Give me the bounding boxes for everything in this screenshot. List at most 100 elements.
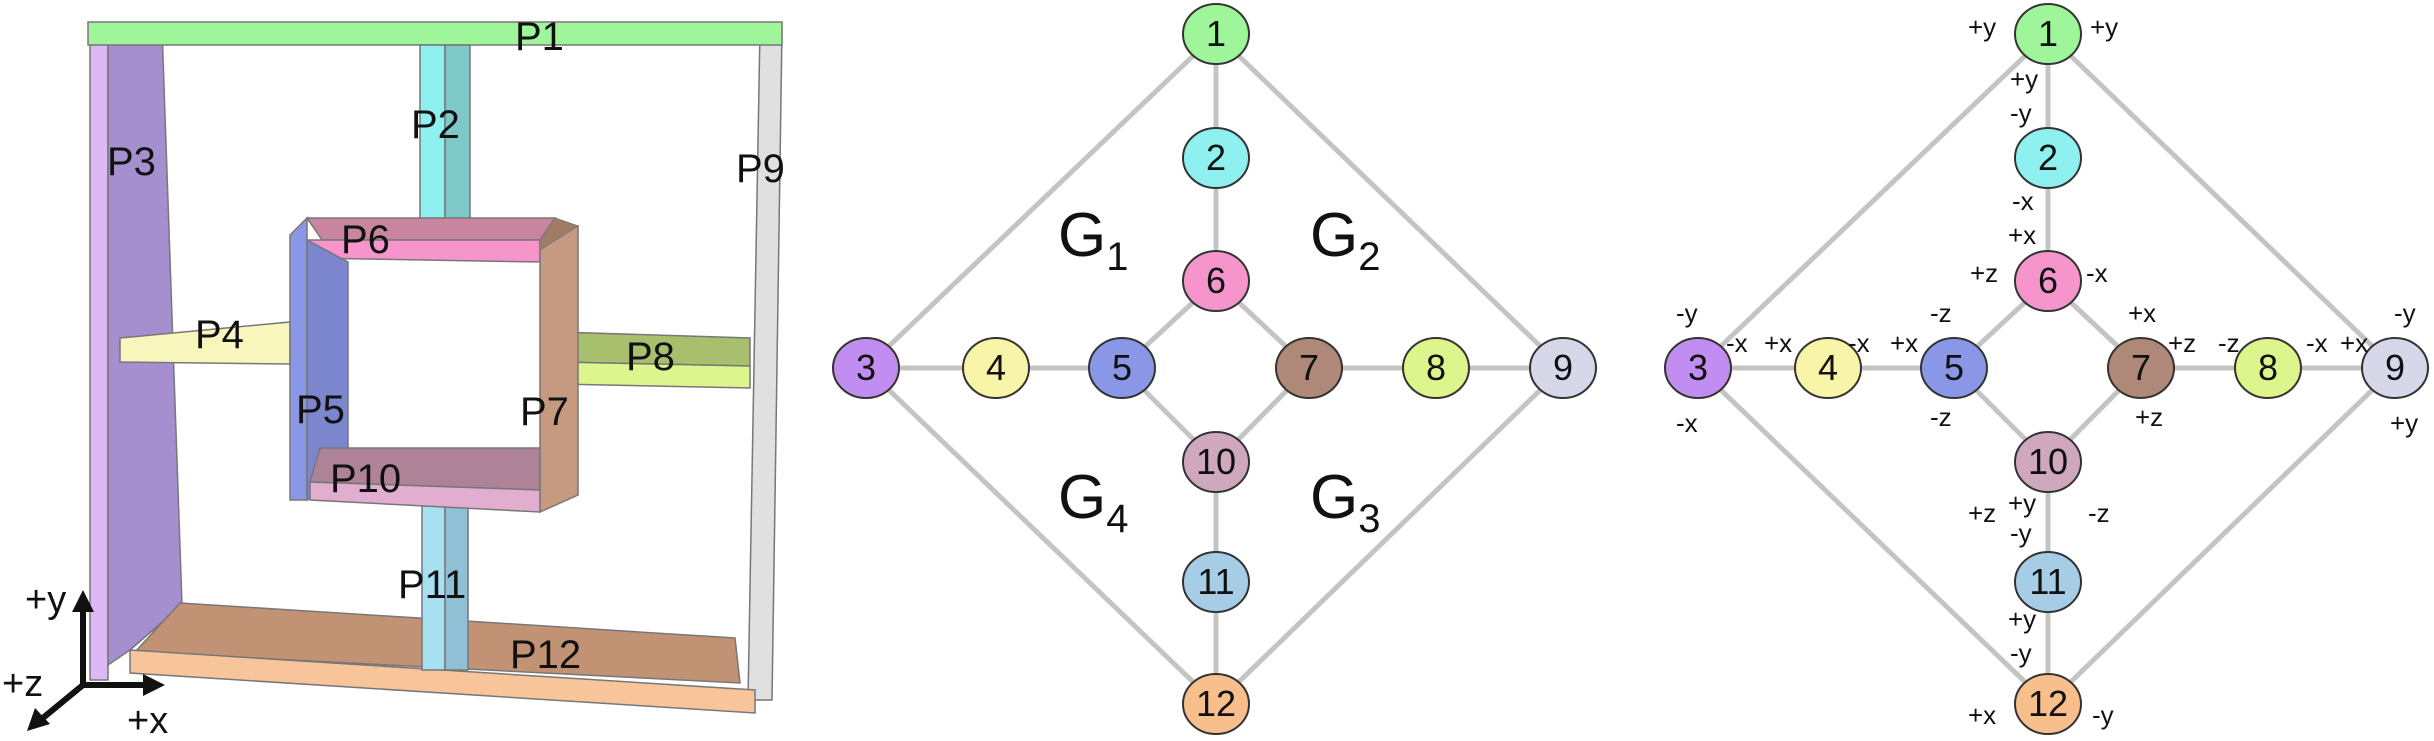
dir-label-d10-right: -z bbox=[2088, 498, 2110, 528]
dir-label-d1-down: +y bbox=[2010, 64, 2038, 94]
dir-label-d2-up: -y bbox=[2010, 98, 2032, 128]
labelled-graph-edge-1-9 bbox=[2046, 32, 2397, 370]
dir-label-d10-down: +y bbox=[2008, 488, 2036, 518]
labelled-graph-node-6 bbox=[2014, 250, 2082, 312]
labelled-graph-edge-9-12 bbox=[2046, 366, 2397, 706]
part-label-p9: P9 bbox=[736, 147, 785, 191]
dir-label-d1-right: +y bbox=[2090, 12, 2118, 42]
part-label-p12: P12 bbox=[510, 633, 581, 677]
dir-label-d5-up: -z bbox=[1930, 298, 1952, 328]
dir-label-d12-up: -y bbox=[2010, 638, 2032, 668]
labelled-graph-edge-3-12 bbox=[1696, 366, 2050, 706]
labelled-graph-node-7 bbox=[2107, 337, 2175, 399]
group-labels: G1 G2 G4 G3 bbox=[1058, 201, 1380, 541]
labelled-graph-node-label-1: 1 bbox=[2038, 13, 2058, 54]
labelled-graph-node-5 bbox=[1920, 337, 1988, 399]
dir-label-d12-left: +x bbox=[1968, 700, 1996, 730]
graph-node-8 bbox=[1402, 337, 1470, 399]
labelled-graph-node-10 bbox=[2014, 431, 2082, 493]
graph-edge-1-3 bbox=[864, 32, 1218, 370]
part-p5 bbox=[289, 216, 308, 501]
part-p12 bbox=[129, 649, 756, 714]
direction-labels: +y +y +y -y -x +x +z -x -z +x -z -y -x -… bbox=[1676, 12, 2418, 730]
graph-node-7 bbox=[1275, 337, 1343, 399]
labelled-graph-node-label-12: 12 bbox=[2028, 683, 2068, 724]
graph-node-label-4: 4 bbox=[986, 347, 1006, 388]
graph-node-label-10: 10 bbox=[1196, 441, 1236, 482]
labelled-graph-node-9 bbox=[2361, 337, 2429, 399]
dir-label-d3-up: -y bbox=[1676, 298, 1698, 328]
graph-edge-1-9 bbox=[1214, 32, 1565, 370]
graph-edge-9-12 bbox=[1214, 366, 1565, 706]
graph-node-2 bbox=[1182, 127, 1250, 189]
part-label-p5: P5 bbox=[296, 388, 345, 432]
labelled-graph-node-2 bbox=[2014, 127, 2082, 189]
dir-label-d9-down: +y bbox=[2390, 408, 2418, 438]
group-label-g3: G3 bbox=[1310, 463, 1380, 541]
dir-label-d9-left: +x bbox=[2340, 328, 2368, 358]
graph-edge-3-12 bbox=[864, 366, 1218, 706]
dir-label-d5-left: +x bbox=[1890, 328, 1918, 358]
graph-node-1 bbox=[1182, 3, 1250, 65]
graph-node-11 bbox=[1182, 551, 1250, 613]
labelled-graph-node-label-10: 10 bbox=[2028, 441, 2068, 482]
graph-node-label-11: 11 bbox=[1197, 561, 1234, 602]
labelled-graph-node-11 bbox=[2014, 551, 2082, 613]
labelled-graph-node-label-11: 11 bbox=[2029, 561, 2066, 602]
part-p3 bbox=[89, 27, 109, 681]
part-label-p10: P10 bbox=[330, 457, 401, 501]
dir-label-d6-right: -x bbox=[2086, 258, 2108, 288]
graph-node-label-7: 7 bbox=[1299, 347, 1319, 388]
dir-label-d6-left: +z bbox=[1970, 258, 1998, 288]
graph-node-6 bbox=[1182, 250, 1250, 312]
labelled-graph-node-label-4: 4 bbox=[1818, 347, 1838, 388]
dir-label-d3-down: -x bbox=[1676, 408, 1698, 438]
dir-label-d5-down: -z bbox=[1930, 402, 1952, 432]
graph-node-label-1: 1 bbox=[1206, 13, 1226, 54]
part-label-p3: P3 bbox=[107, 140, 156, 184]
labelled-graph-node-3 bbox=[1664, 337, 1732, 399]
labelled-graph-node-label-5: 5 bbox=[1944, 347, 1964, 388]
dir-label-d8-left: -z bbox=[2218, 328, 2240, 358]
part-p9 bbox=[747, 29, 783, 701]
part-label-p4: P4 bbox=[195, 313, 244, 357]
graph-node-label-9: 9 bbox=[1553, 347, 1573, 388]
dir-label-d10-left: +z bbox=[1968, 498, 1996, 528]
graph-node-label-2: 2 bbox=[1206, 137, 1226, 178]
axis-label-x: +x bbox=[127, 700, 168, 741]
graph-node-10 bbox=[1182, 431, 1250, 493]
graph-node-label-12: 12 bbox=[1196, 683, 1236, 724]
labelled-graph-node-4 bbox=[1794, 337, 1862, 399]
labelled-graph-node-label-3: 3 bbox=[1688, 347, 1708, 388]
labelled-graph-node-label-8: 8 bbox=[2258, 347, 2278, 388]
dir-label-d2-down: -x bbox=[2012, 186, 2034, 216]
shelf-panel: P1 P2 P3 P4 P5 P6 P7 P8 P9 P10 P11 P12 +… bbox=[2, 15, 785, 741]
part-p1 bbox=[87, 21, 783, 46]
part-p7-side bbox=[539, 217, 580, 251]
dir-label-d4-right: -x bbox=[1848, 328, 1870, 358]
dir-label-d11-down: +y bbox=[2008, 604, 2036, 634]
dir-label-d12-right: -y bbox=[2092, 700, 2114, 730]
graph-node-label-5: 5 bbox=[1112, 347, 1132, 388]
labelled-graph-node-label-2: 2 bbox=[2038, 137, 2058, 178]
labelled-graph-node-12 bbox=[2014, 673, 2082, 735]
axis-label-y: +y bbox=[25, 579, 66, 621]
part-label-p2: P2 bbox=[411, 103, 460, 147]
labelled-graph-node-1 bbox=[2014, 3, 2082, 65]
part-label-p7: P7 bbox=[520, 390, 569, 434]
part-label-p11: P11 bbox=[398, 563, 466, 607]
part-p10 bbox=[309, 481, 541, 513]
axes-triad: +y +z +x bbox=[2, 579, 168, 741]
dir-label-d3-right: -x bbox=[1726, 328, 1748, 358]
part-p7 bbox=[539, 224, 579, 514]
dir-label-d7-right: +z bbox=[2168, 328, 2196, 358]
graph-node-3 bbox=[832, 337, 900, 399]
labelled-graph-node-label-7: 7 bbox=[2131, 347, 2151, 388]
graph-node-label-6: 6 bbox=[1206, 260, 1226, 301]
graph-node-12 bbox=[1182, 673, 1250, 735]
dir-label-d11-up: -y bbox=[2010, 518, 2032, 548]
dir-label-d4-left: +x bbox=[1764, 328, 1792, 358]
